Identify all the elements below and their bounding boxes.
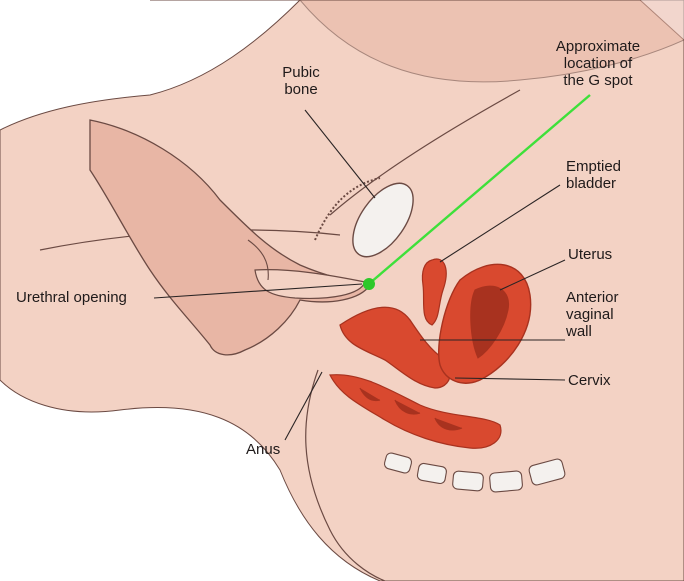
label-g-spot: Approximate location of the G spot — [555, 38, 641, 89]
label-cervix: Cervix — [568, 372, 611, 389]
label-urethral-opening: Urethral opening — [16, 289, 127, 306]
leader-anus — [284, 371, 323, 441]
knuckle — [247, 239, 269, 281]
label-pubic-bone: Pubic bone — [282, 64, 320, 98]
bladder-shape — [421, 258, 447, 326]
finger — [254, 269, 366, 300]
rectum-folds — [359, 387, 463, 431]
leader-urethral-opening — [153, 283, 363, 299]
leader-uterus — [499, 259, 566, 291]
leader-pubic-bone — [304, 109, 376, 199]
abdomen-contour — [329, 89, 521, 216]
abdomen-shading — [299, 0, 684, 83]
leader-bladder — [439, 184, 561, 263]
label-uterus: Uterus — [568, 246, 613, 263]
sacrum-vertebrae — [383, 452, 566, 493]
leader-cervix — [454, 377, 566, 381]
pubic-hair — [314, 177, 381, 241]
buttock-contour — [305, 369, 386, 581]
pubic-bone-shape — [352, 182, 414, 258]
label-emptied-bladder: Emptied bladder — [566, 158, 622, 192]
label-anterior-vaginal-wall: Anterior vaginal wall — [566, 289, 619, 340]
g-spot-line — [369, 94, 591, 284]
g-spot-marker-dot — [363, 278, 375, 290]
leader-lines — [153, 109, 566, 441]
label-anus: Anus — [246, 441, 281, 458]
